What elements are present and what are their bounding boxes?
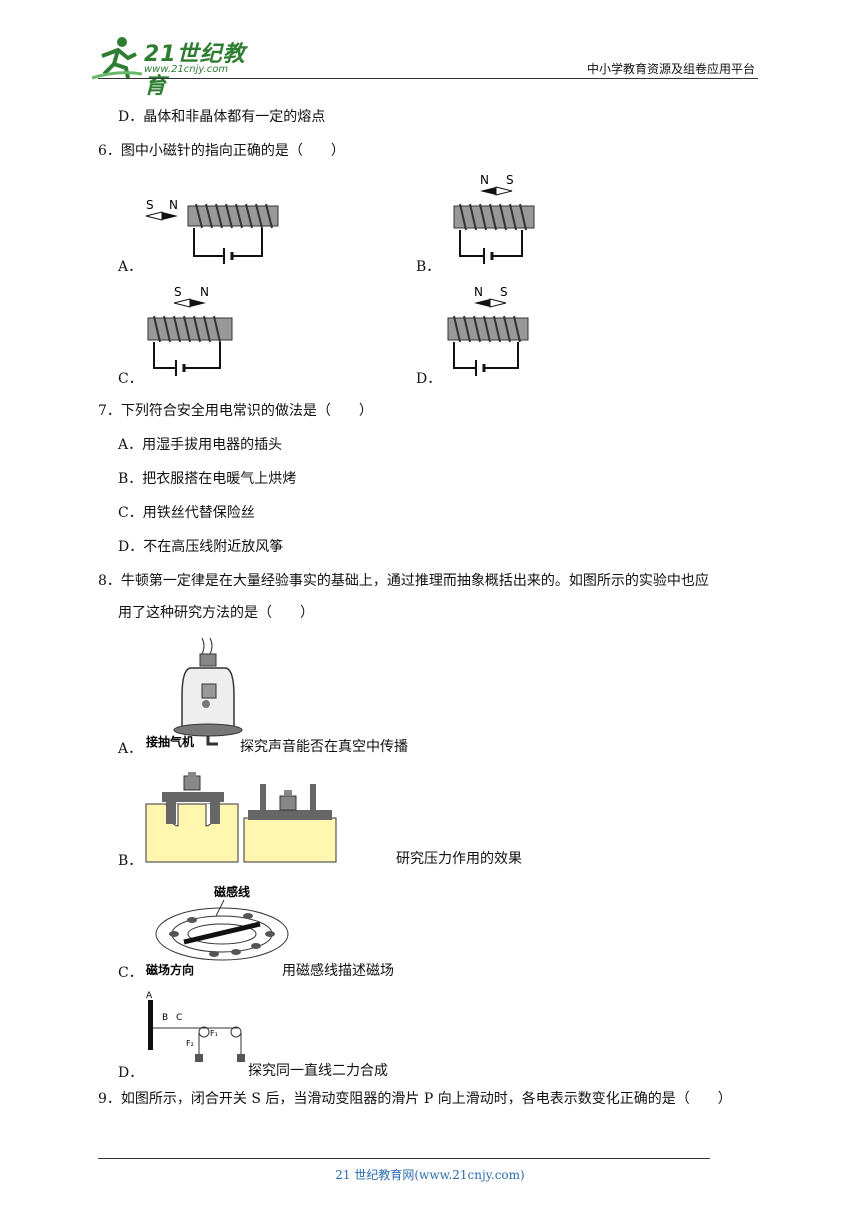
q8-label-c: C． — [118, 965, 143, 981]
bar-magnet-icon — [183, 921, 261, 945]
q8-stem-line1: 8．牛顿第一定律是在大量经验事实的基础上，通过推理而抽象概括出来的。如图所示的实… — [98, 573, 709, 589]
logo-url: www.21cnjy.com — [144, 64, 229, 75]
q8-label-a: A． — [118, 741, 143, 757]
q6-figure-c: S N — [146, 282, 246, 386]
q6-label-b: B． — [416, 259, 441, 275]
q6-a-needle-left: S — [146, 198, 154, 212]
q8-figure-b — [144, 770, 339, 868]
header-platform-name: 中小学教育资源及组卷应用平台 — [586, 62, 755, 76]
q8-d-label-c: C — [176, 1013, 182, 1023]
coil-icon — [195, 203, 273, 229]
q6-stem: 6．图中小磁针的指向正确的是（ ） — [98, 143, 345, 159]
q7-option-a: A．用湿手拔用电器的插头 — [118, 437, 283, 453]
q8-d-label-a: A — [146, 991, 153, 1001]
q6-figure-b: N S — [452, 170, 552, 274]
weight-icon — [183, 775, 201, 791]
weight-icon — [279, 795, 297, 811]
q6-figure-d: N S — [446, 282, 546, 386]
bell-icon — [201, 683, 217, 699]
q8-a-fig-label: 接抽气机 — [146, 734, 194, 749]
q6-figure-a: S N — [144, 192, 284, 274]
q8-figure-d: A B C F₂ F₁ — [144, 988, 254, 1072]
weight-icon — [237, 1054, 245, 1062]
q6-d-needle-left: N — [474, 285, 483, 299]
wall-icon — [148, 1000, 153, 1050]
q8-option-d-text: 探究同一直线二力合成 — [248, 1063, 388, 1079]
q8-option-a-text: 探究声音能否在真空中传播 — [240, 739, 408, 755]
q6-label-a: A． — [118, 259, 143, 275]
coil-icon — [459, 203, 527, 231]
q8-d-label-b: B — [162, 1013, 168, 1023]
q8-option-b-text: 研究压力作用的效果 — [396, 851, 522, 867]
q8-label-b: B． — [118, 853, 143, 869]
runner-logo-icon — [91, 37, 143, 80]
q6-d-needle-right: S — [500, 285, 508, 299]
coil-icon — [453, 315, 521, 343]
weight-icon — [195, 1054, 203, 1062]
q6-label-d: D． — [416, 371, 442, 387]
q7-stem: 7．下列符合安全用电常识的做法是（ ） — [98, 403, 373, 419]
q7-option-d: D．不在高压线附近放风筝 — [118, 539, 284, 555]
q6-a-needle-right: N — [169, 198, 178, 212]
footer-divider — [98, 1158, 710, 1159]
q6-b-needle-left: N — [480, 173, 489, 187]
q5-option-d: D．晶体和非晶体都有一定的熔点 — [118, 109, 326, 125]
coil-icon — [153, 315, 221, 343]
q8-c-fig-label-top: 磁感线 — [213, 884, 250, 899]
sand-tray-icon — [145, 803, 239, 863]
q7-option-b: B．把衣服搭在电暖气上烘烤 — [118, 471, 297, 487]
q8-stem-line2: 用了这种研究方法的是（ ） — [118, 605, 314, 621]
q6-b-needle-right: S — [506, 173, 514, 187]
q8-label-d: D． — [118, 1065, 144, 1081]
q8-c-fig-label-bottom: 磁场方向 — [145, 962, 194, 976]
q7-option-c: C．用铁丝代替保险丝 — [118, 505, 255, 521]
q6-c-needle-left: S — [174, 285, 182, 299]
q8-d-label-f1: F₁ — [210, 1029, 218, 1038]
q8-figure-c: 磁感线 磁场方向 — [144, 880, 294, 980]
q6-c-needle-right: N — [200, 285, 209, 299]
header-divider — [98, 78, 758, 79]
q8-option-c-text: 用磁感线描述磁场 — [282, 963, 394, 979]
q8-d-label-f2: F₂ — [186, 1039, 194, 1048]
q8-figure-a: 接抽气机 — [144, 636, 244, 756]
site-logo: 21世纪教育 www.21cnjy.com — [91, 34, 262, 99]
q6-label-c: C． — [118, 371, 143, 387]
field-line-icon — [155, 907, 289, 961]
q9-stem: 9．如图所示，闭合开关 S 后，当滑动变阻器的滑片 P 向上滑动时，各电表示数变… — [98, 1091, 732, 1107]
logo-title: 21世纪教育 — [144, 42, 246, 99]
footer-link[interactable]: 21 世纪教育网(www.21cnjy.com) — [335, 1168, 525, 1182]
